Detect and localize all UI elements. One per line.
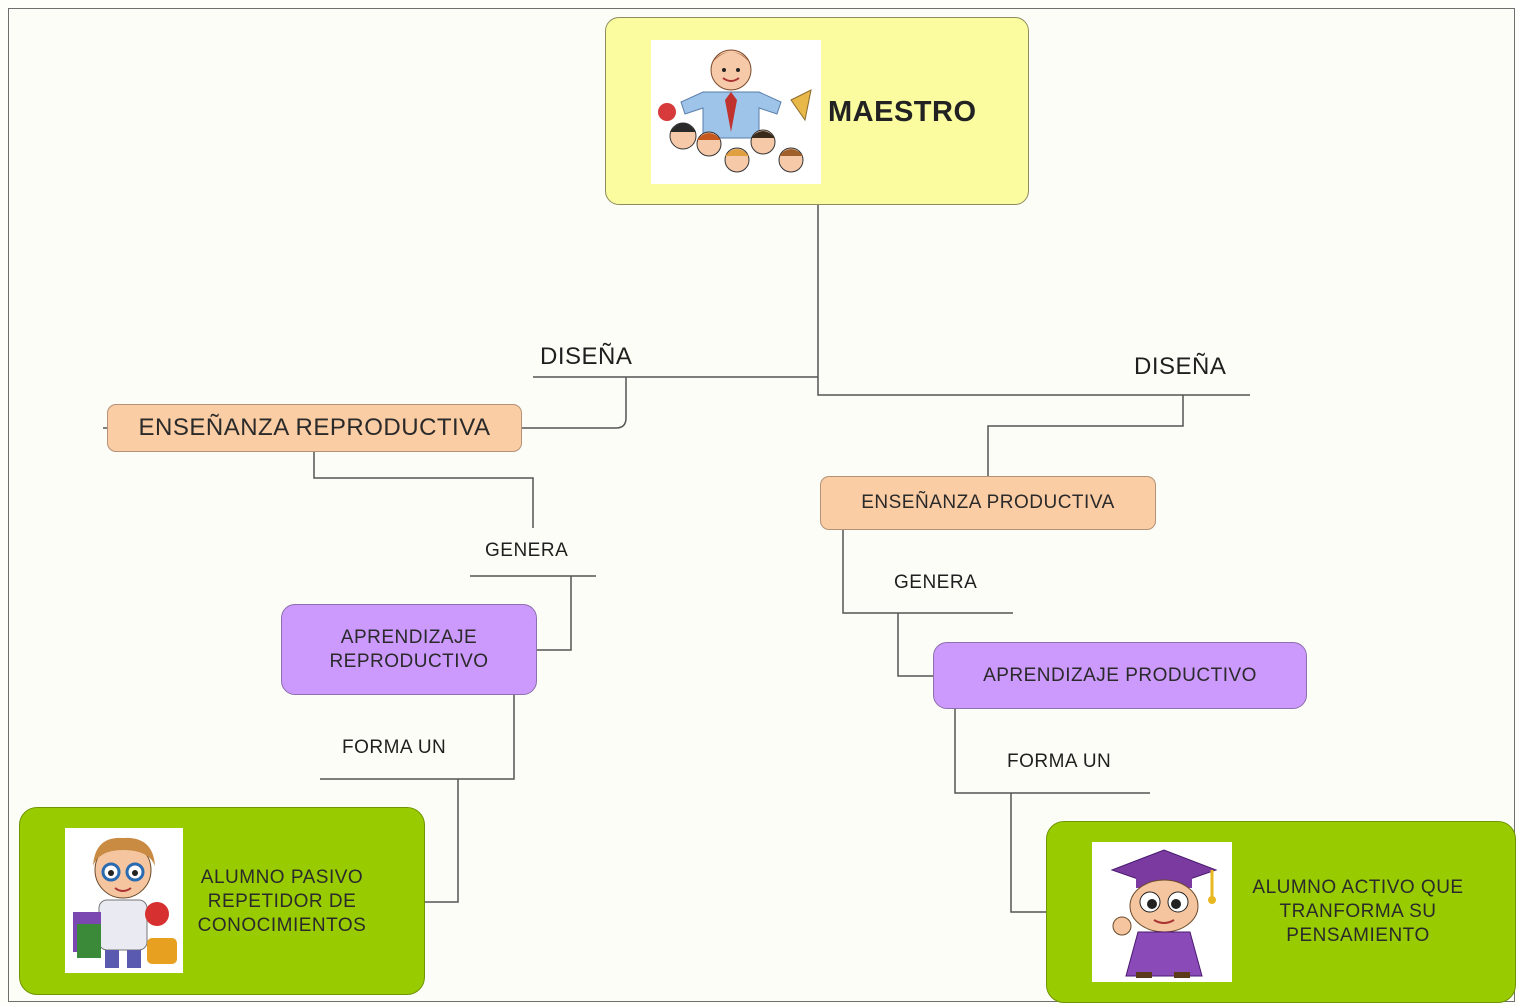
link-left-genera: GENERA <box>485 540 569 561</box>
alumno-activo-line-3: PENSAMIENTO <box>1286 925 1430 946</box>
graduate-student-icon <box>1110 849 1218 978</box>
link-right-forma-un: FORMA UN <box>1007 751 1112 772</box>
connector-left-genera <box>313 452 596 651</box>
node-ensenanza-reproductiva: ENSEÑANZA REPRODUCTIVA <box>107 404 522 452</box>
aprendizaje-productivo-label: APRENDIZAJE PRODUCTIVO <box>983 664 1257 686</box>
node-alumno-activo: ALUMNO ACTIVO QUE TRANFORMA SU PENSAMIEN… <box>1046 821 1516 1003</box>
alumno-activo-label: ALUMNO ACTIVO QUE TRANFORMA SU PENSAMIEN… <box>1235 876 1481 948</box>
node-alumno-pasivo: ALUMNO PASIVO REPETIDOR DE CONOCIMIENTOS <box>19 807 425 995</box>
alumno-pasivo-line-2: REPETIDOR DE <box>207 891 357 912</box>
alumno-pasivo-line-1: ALUMNO PASIVO <box>200 867 364 888</box>
graduate-student-illustration <box>1092 842 1232 982</box>
ensenanza-productiva-label: ENSEÑANZA PRODUCTIVA <box>861 492 1115 513</box>
teacher-illustration <box>651 40 821 184</box>
link-right-disena: DISEÑA <box>1134 353 1227 380</box>
alumno-pasivo-line-3: CONOCIMIENTOS <box>197 915 367 936</box>
teacher-with-children-icon <box>658 49 812 173</box>
node-ensenanza-productiva: ENSEÑANZA PRODUCTIVA <box>820 476 1156 530</box>
alumno-activo-line-2: TRANFORMA SU <box>1279 901 1437 922</box>
node-aprendizaje-reproductivo: APRENDIZAJE REPRODUCTIVO <box>281 604 537 695</box>
link-right-genera: GENERA <box>894 572 978 593</box>
passive-student-illustration <box>65 828 183 973</box>
connector-right-forma <box>954 709 1150 913</box>
aprendizaje-reproductivo-label: APRENDIZAJE REPRODUCTIVO <box>329 626 489 672</box>
link-left-forma-un: FORMA UN <box>342 737 447 758</box>
node-aprendizaje-productivo: APRENDIZAJE PRODUCTIVO <box>933 642 1307 709</box>
ensenanza-reproductiva-label: ENSEÑANZA REPRODUCTIVA <box>138 414 491 441</box>
alumno-pasivo-label: ALUMNO PASIVO REPETIDOR DE CONOCIMIENTOS <box>184 866 380 938</box>
link-left-disena: DISEÑA <box>540 343 633 370</box>
alumno-activo-line-1: ALUMNO ACTIVO QUE <box>1252 877 1464 898</box>
root-node-maestro: MAESTRO <box>605 17 1029 205</box>
connector-left-forma <box>320 695 515 903</box>
connector-right-disena <box>817 377 1250 476</box>
root-label: MAESTRO <box>828 96 977 128</box>
connector-right-genera <box>842 530 1013 677</box>
connector-left-disena <box>522 376 818 429</box>
passive-student-icon <box>73 837 177 968</box>
